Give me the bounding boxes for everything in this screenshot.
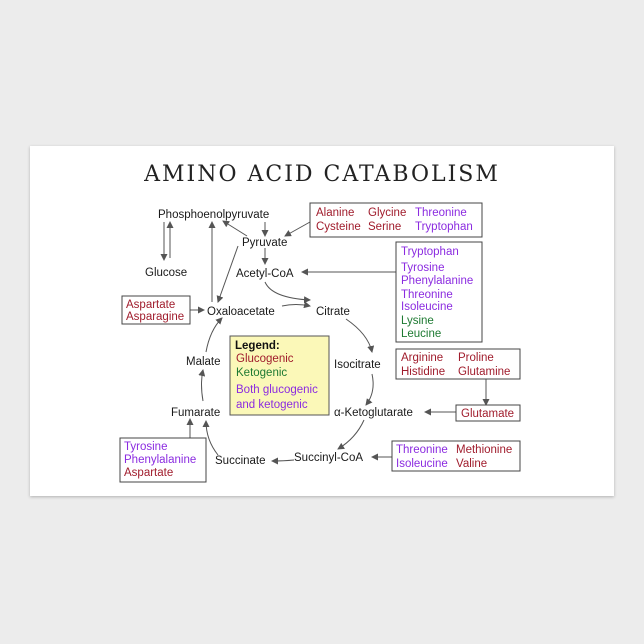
aa-threonine: Threonine	[415, 207, 467, 219]
glutamate-group-amino-acids-box	[395, 348, 521, 380]
aa-glycine: Glycine	[368, 207, 406, 219]
acetyl-coa-amino-acids-box	[395, 241, 483, 343]
arrow-pyruvate-pep	[222, 220, 248, 237]
node-phosphoenolpyruvate: Phosphoenolpyruvate	[158, 209, 269, 221]
glutamate-box	[455, 404, 521, 422]
aa-arginine: Arginine	[401, 352, 443, 364]
aa-histidine: Histidine	[401, 366, 445, 378]
aa-alanine: Alanine	[316, 207, 354, 219]
legend-ketogenic: Ketogenic	[236, 367, 287, 379]
arrow-pyruvate-oxaloacetate	[216, 245, 239, 303]
node-glucose: Glucose	[145, 267, 187, 279]
aa-glutamine: Glutamine	[458, 366, 510, 378]
aa-phenylalanine: Phenylalanine	[124, 454, 196, 466]
node-fumarate: Fumarate	[171, 407, 220, 419]
aa-asparagine: Asparagine	[126, 311, 184, 323]
node-isocitrate: Isocitrate	[334, 359, 381, 371]
aa-lysine: Lysine	[401, 315, 434, 327]
arrow-isocitrate-akg	[365, 373, 374, 406]
arrow-box-to-pyruvate	[284, 221, 311, 237]
arrow-malate-oxaloacetate	[205, 317, 223, 353]
arrow-akg-succinylcoa	[337, 419, 365, 450]
arrow-succinylcoa-succinate	[271, 457, 295, 465]
aa-aspartate: Aspartate	[126, 299, 175, 311]
arrow-succinate-fumarate	[202, 420, 219, 456]
arrow-oxaloacetate-citrate	[281, 301, 311, 309]
legend-box	[229, 335, 330, 416]
aa-threonine: Threonine	[396, 444, 448, 456]
node-succinate: Succinate	[215, 455, 266, 467]
aa-glutamate: Glutamate	[461, 408, 514, 420]
oxaloacetate-amino-acids-box	[121, 295, 191, 325]
aa-isoleucine: Isoleucine	[401, 301, 453, 313]
aa-tyrosine: Tyrosine	[401, 262, 444, 274]
aa-leucine: Leucine	[401, 328, 441, 340]
pyruvate-amino-acids-box	[309, 202, 483, 238]
legend-both-line1: Both glucogenic	[236, 384, 318, 396]
succinyl-coa-amino-acids-box	[391, 440, 521, 472]
node-alpha-ketoglutarate: α-Ketoglutarate	[334, 407, 413, 419]
aa-phenylalanine: Phenylalanine	[401, 275, 473, 287]
aa-serine: Serine	[368, 221, 401, 233]
aa-tyrosine: Tyrosine	[124, 441, 167, 453]
fumarate-amino-acids-box	[119, 437, 207, 483]
legend-heading: Legend:	[235, 340, 280, 352]
node-citrate: Citrate	[316, 306, 350, 318]
aa-cysteine: Cysteine	[316, 221, 361, 233]
diagram-title: AMINO ACID CATABOLISM	[144, 162, 500, 187]
aa-aspartate: Aspartate	[124, 467, 173, 479]
aa-proline: Proline	[458, 352, 494, 364]
aa-threonine: Threonine	[401, 289, 453, 301]
arrow-acetylcoa-citrate	[264, 281, 311, 304]
aa-methionine: Methionine	[456, 444, 512, 456]
arrow-citrate-isocitrate	[345, 318, 375, 353]
arrow-fumarate-malate	[198, 369, 206, 402]
aa-tryptophan: Tryptophan	[401, 246, 459, 258]
aa-valine: Valine	[456, 458, 487, 470]
node-malate: Malate	[186, 356, 221, 368]
legend-glucogenic: Glucogenic	[236, 353, 294, 365]
node-pyruvate: Pyruvate	[242, 237, 287, 249]
node-acetyl-coa: Acetyl-CoA	[236, 268, 294, 280]
legend-both-line2: and ketogenic	[236, 399, 308, 411]
node-oxaloacetate: Oxaloacetate	[207, 306, 275, 318]
node-succinyl-coa: Succinyl-CoA	[294, 452, 363, 464]
aa-tryptophan: Tryptophan	[415, 221, 473, 233]
aa-isoleucine: Isoleucine	[396, 458, 448, 470]
